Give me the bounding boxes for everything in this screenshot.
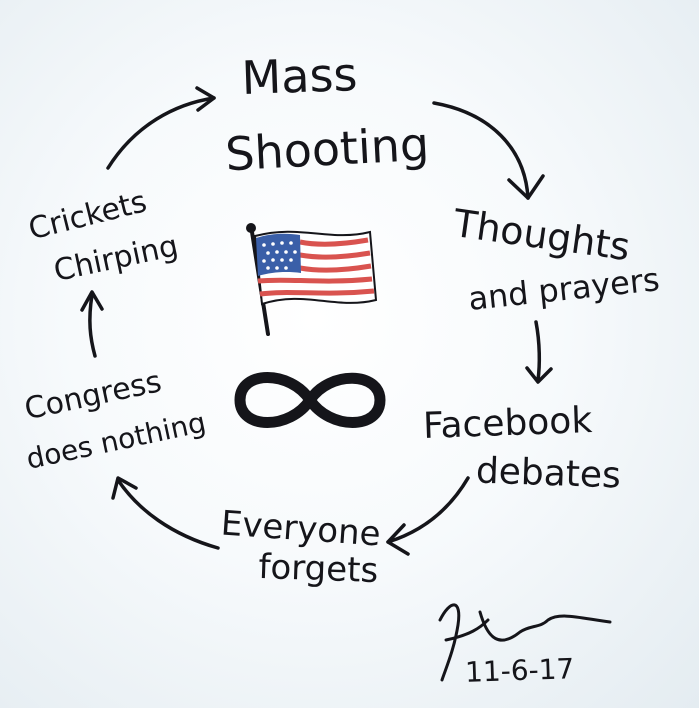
- node-label-line-1: Thoughts: [450, 201, 633, 269]
- node-crickets-chirping: Crickets Chirping: [25, 184, 181, 289]
- node-label-line-2: debates: [475, 450, 621, 496]
- node-thoughts-and-prayers: Thoughts and prayers: [450, 201, 661, 318]
- node-facebook-debates: Facebook debates: [422, 400, 621, 496]
- arrow-thoughts-to-facebook: [525, 320, 553, 384]
- node-label-line-1: Facebook: [422, 400, 593, 447]
- node-label-line-1: Mass: [241, 47, 359, 105]
- signature-date: 11-6-17: [464, 652, 574, 689]
- arrow-congress-to-crickets: [80, 290, 104, 358]
- arrow-crickets-to-shooting: [106, 86, 216, 170]
- arrow-forgets-to-congress: [111, 476, 220, 550]
- node-label-line-2: Shooting: [224, 117, 430, 182]
- node-mass-shooting: Mass Shooting: [224, 47, 430, 181]
- signature: 11-6-17: [438, 603, 612, 689]
- node-label-line-2: and prayers: [466, 260, 661, 318]
- node-everyone-forgets: Everyone forgets: [220, 503, 382, 591]
- node-label-line-1: Everyone: [220, 503, 382, 554]
- node-label-line-2: forgets: [258, 547, 379, 591]
- american-flag-icon: [246, 223, 378, 336]
- arrow-shooting-to-thoughts: [432, 101, 545, 200]
- arrow-facebook-to-forgets: [386, 476, 470, 556]
- node-congress-does-nothing: Congress does nothing: [22, 364, 209, 476]
- infinity-icon: [234, 372, 386, 428]
